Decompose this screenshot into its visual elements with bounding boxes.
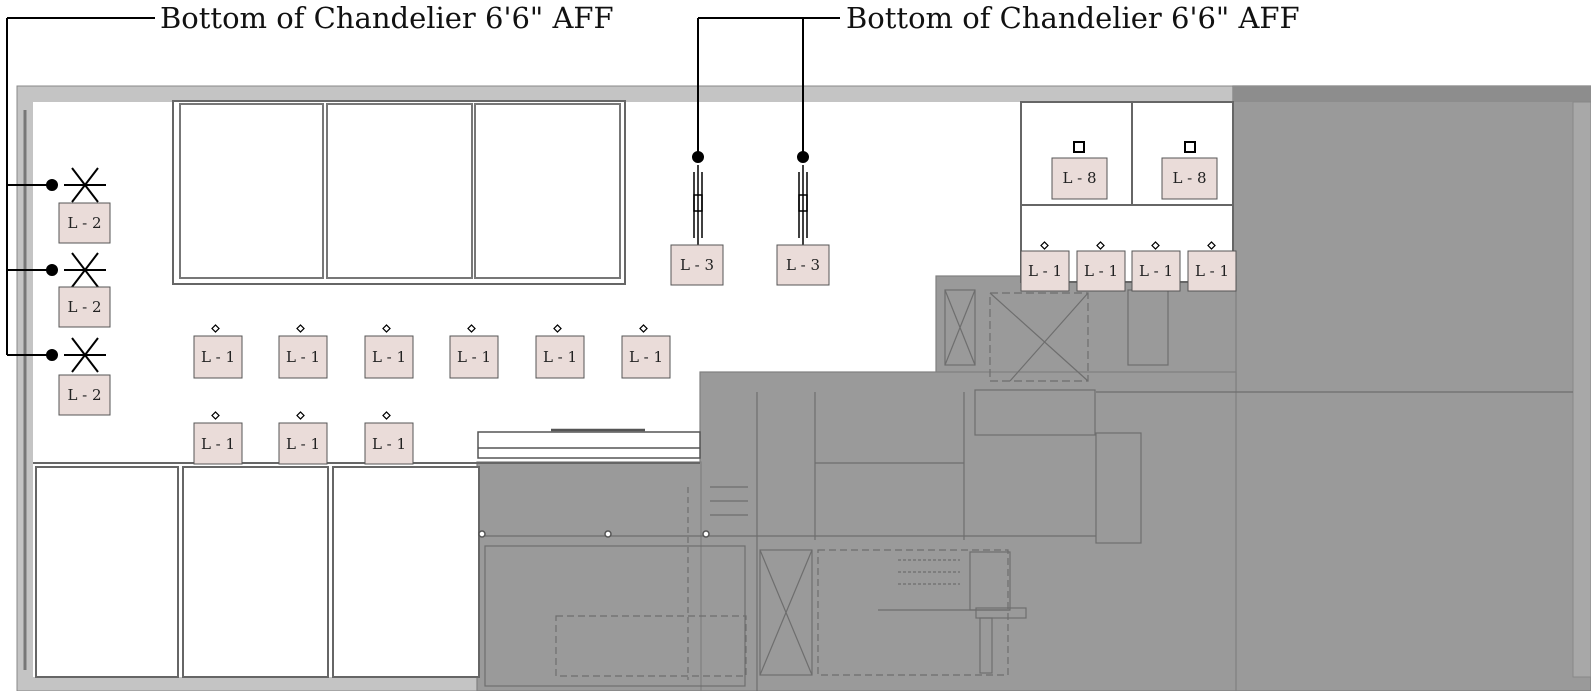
- top-cabinetry: [172, 100, 626, 285]
- fixture-tag-l2: L - 2: [58, 374, 111, 416]
- fixture-tag-l1: L - 1: [278, 335, 328, 379]
- downlight-icon: [553, 324, 562, 333]
- fixture-tag-l1: L - 1: [535, 335, 585, 379]
- chandelier-fixture-icon: [693, 165, 703, 245]
- chandelier-fixture-icon: [798, 165, 808, 245]
- downlight-icon: [382, 411, 391, 420]
- downlight-icon: [1040, 241, 1049, 250]
- fixture-tag-l3: L - 3: [670, 244, 724, 286]
- ceiling-fixture-icon: [1184, 141, 1196, 153]
- fixture-tag-l1: L - 1: [193, 335, 243, 379]
- fixture-tag-label: L - 1: [201, 348, 235, 366]
- fixture-tag-label: L - 3: [680, 256, 714, 274]
- fixture-tag-l1: L - 1: [449, 335, 499, 379]
- chandelier-height-callout-right: Bottom of Chandelier 6'6" AFF: [846, 1, 1300, 35]
- fixture-tag-label: L - 1: [1139, 262, 1173, 280]
- callout-leaders: [6, 17, 840, 361]
- fixture-tag-label: L - 1: [1028, 262, 1062, 280]
- downlight-icons: [211, 241, 1216, 420]
- shaded-top-wall: [1233, 86, 1591, 102]
- fixture-tag-label: L - 1: [286, 435, 320, 453]
- fixture-tag-l1: L - 1: [364, 422, 414, 465]
- downlight-icon: [296, 324, 305, 333]
- fixture-tag-label: L - 2: [67, 214, 101, 232]
- downlight-icon: [1096, 241, 1105, 250]
- fan-fixture-icon: [64, 337, 106, 373]
- fixture-tag-l2: L - 2: [58, 286, 111, 328]
- fixture-tag-l8: L - 8: [1051, 157, 1108, 200]
- fixture-tag-l3: L - 3: [776, 244, 830, 286]
- downlight-icon: [211, 324, 220, 333]
- fixture-tag-label: L - 1: [201, 435, 235, 453]
- fixture-tag-l1: L - 1: [1131, 250, 1181, 292]
- chandelier-height-callout-left: Bottom of Chandelier 6'6" AFF: [160, 1, 614, 35]
- fixture-tag-l1: L - 1: [1020, 250, 1070, 292]
- right-wall: [1572, 101, 1591, 678]
- downlight-icon: [467, 324, 476, 333]
- fixture-tag-label: L - 1: [543, 348, 577, 366]
- fixture-tag-l1: L - 1: [1076, 250, 1126, 292]
- fixture-tag-label: L - 1: [1084, 262, 1118, 280]
- fixture-tag-l2: L - 2: [58, 202, 111, 244]
- fixture-tag-l1: L - 1: [364, 335, 414, 379]
- fixture-tag-label: L - 1: [629, 348, 663, 366]
- shaded-area: [476, 85, 1591, 691]
- fan-fixture-icon: [64, 167, 106, 203]
- fixture-tag-l1: L - 1: [193, 422, 243, 465]
- downlight-icon: [639, 324, 648, 333]
- bottom-cabinetry: [33, 462, 700, 678]
- downlight-icon: [296, 411, 305, 420]
- downlight-icon: [211, 411, 220, 420]
- fixture-tag-label: L - 1: [286, 348, 320, 366]
- fixture-tag-l1: L - 1: [1187, 250, 1237, 292]
- fixture-tag-label: L - 1: [1195, 262, 1229, 280]
- downlight-icon: [382, 324, 391, 333]
- shaded-area-details: [484, 289, 1573, 691]
- fixture-tag-label: L - 1: [372, 348, 406, 366]
- downlight-icon: [1151, 241, 1160, 250]
- fixture-tag-label: L - 1: [457, 348, 491, 366]
- counter-unit: [477, 428, 710, 538]
- fixture-tag-label: L - 2: [67, 298, 101, 316]
- fixture-tag-l1: L - 1: [278, 422, 328, 465]
- fixture-tag-label: L - 3: [786, 256, 820, 274]
- ceiling-fixture-icon: [1073, 141, 1085, 153]
- downlight-icon: [1207, 241, 1216, 250]
- fixture-tag-label: L - 8: [1172, 169, 1206, 187]
- fan-fixture-icon: [64, 252, 106, 288]
- fixture-tag-label: L - 1: [372, 435, 406, 453]
- fixture-tag-label: L - 2: [67, 386, 101, 404]
- fixture-tag-l1: L - 1: [621, 335, 671, 379]
- fixture-tag-l8: L - 8: [1161, 157, 1218, 200]
- fixture-tag-label: L - 8: [1062, 169, 1096, 187]
